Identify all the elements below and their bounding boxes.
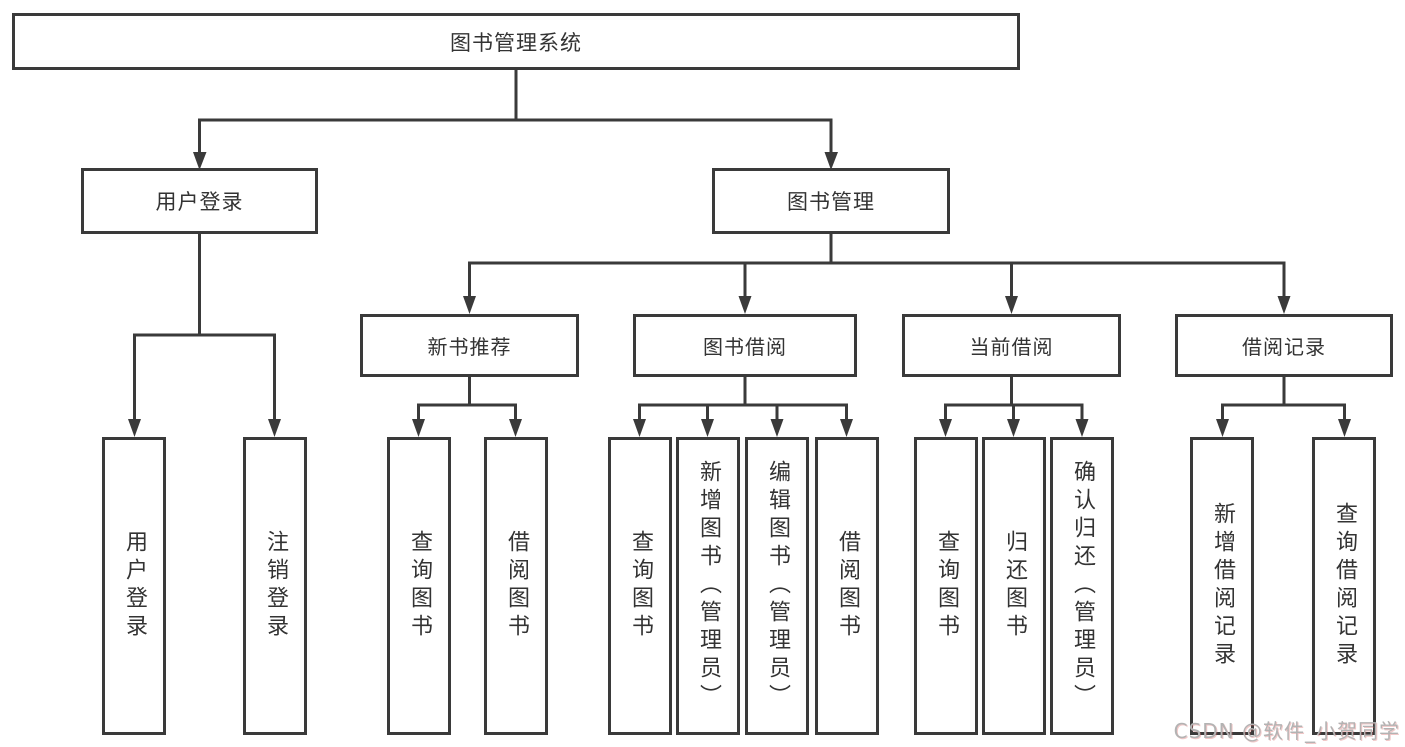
- leaf-records-query-record: 查询借阅记录: [1312, 437, 1376, 735]
- node-root: 图书管理系统: [12, 13, 1020, 70]
- leaf-current-query-book: 查询图书: [914, 437, 978, 735]
- leaf-borrow-query-book: 查询图书: [608, 437, 672, 735]
- leaf-borrow-borrow-book: 借阅图书: [815, 437, 879, 735]
- node-book-borrow: 图书借阅: [633, 314, 857, 377]
- node-user-login: 用户登录: [81, 168, 318, 234]
- leaf-newrec-query-book: 查询图书: [387, 437, 451, 735]
- node-book-management: 图书管理: [712, 168, 950, 234]
- node-current-borrow: 当前借阅: [902, 314, 1121, 377]
- leaf-borrow-add-book-admin: 新增图书（管理员）: [676, 437, 740, 735]
- csdn-watermark: CSDN @软件_小贺同学: [1173, 719, 1400, 743]
- node-borrow-records: 借阅记录: [1175, 314, 1393, 377]
- leaf-current-return-book: 归还图书: [982, 437, 1046, 735]
- node-new-book-recommend: 新书推荐: [360, 314, 579, 377]
- connector-newbookrec-to-leaves: [412, 375, 522, 437]
- leaf-records-add-record: 新增借阅记录: [1190, 437, 1254, 735]
- leaf-logout-login: 注销登录: [243, 437, 307, 735]
- connector-userlogin-to-leaves: [128, 232, 281, 437]
- leaf-current-confirm-return-admin: 确认归还（管理员）: [1050, 437, 1114, 735]
- connector-borrowrecords-to-leaves: [1216, 375, 1351, 437]
- connector-root-to-level2: [193, 68, 838, 170]
- connector-bookborrow-to-leaves: [633, 375, 853, 437]
- connector-bookmgmt-to-level3: [463, 232, 1291, 314]
- leaf-borrow-edit-book-admin: 编辑图书（管理员）: [745, 437, 809, 735]
- connector-currentborrow-to-leaves: [939, 375, 1089, 437]
- leaf-user-login: 用户登录: [102, 437, 166, 735]
- leaf-newrec-borrow-book: 借阅图书: [484, 437, 548, 735]
